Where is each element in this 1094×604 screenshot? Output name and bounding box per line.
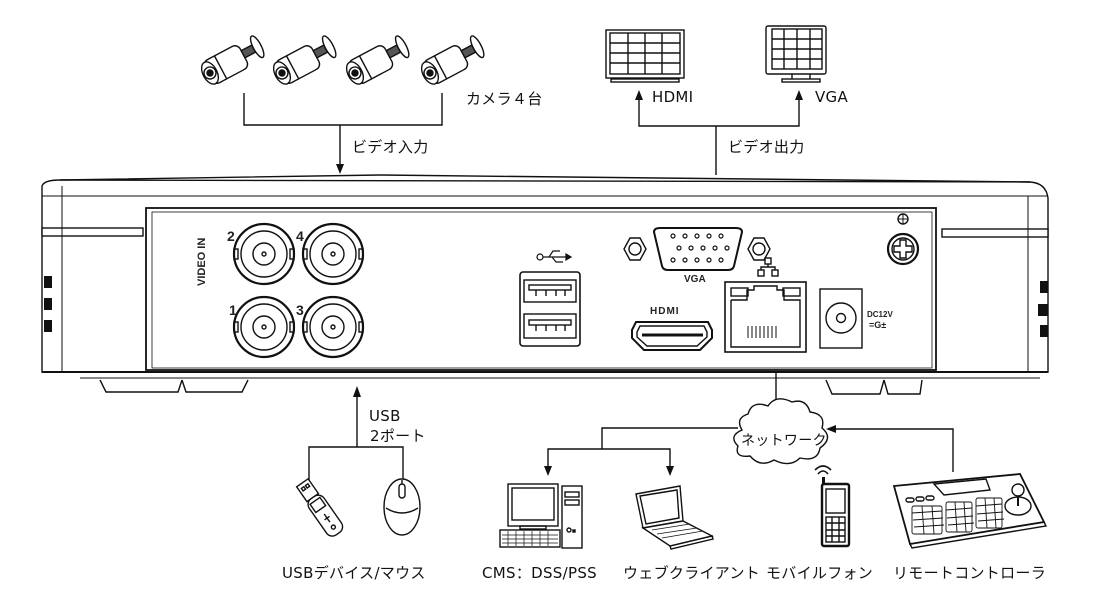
ethernet-port [724, 281, 807, 353]
bnc-number-1: 1 [229, 302, 237, 318]
usb-icon [536, 250, 573, 263]
arrow-up-icon [795, 90, 803, 100]
bnc-port-3 [301, 295, 365, 359]
bnc-port-1 [232, 295, 296, 359]
vga-monitor-label: VGA [815, 88, 849, 106]
usb-label-line1: USB [369, 407, 401, 425]
hdmi-panel-label: HDMI [650, 306, 680, 317]
arrow-left-icon [826, 425, 836, 433]
video-out-connector-line [638, 98, 800, 127]
network-cloud [733, 398, 829, 465]
client-connector-line [601, 427, 738, 449]
usb-port-stack [519, 271, 581, 347]
dc-panel-label: DC12V [867, 310, 893, 319]
arrow-up-icon [635, 90, 643, 100]
hdmi-monitor-icon [605, 29, 685, 83]
camera-connector-line [243, 93, 443, 126]
ground-screw [886, 213, 920, 266]
camera-icon [345, 35, 410, 85]
video-out-label: ビデオ出力 [728, 138, 805, 156]
mouse-icon [383, 478, 421, 536]
camera-icon [420, 35, 485, 85]
video-in-panel-label: VIDEO IN [196, 237, 208, 286]
camera-icon [200, 35, 265, 85]
usb-devices-label: USBデバイス/マウス [282, 564, 426, 582]
network-icon [757, 257, 779, 277]
arrow-down-icon [336, 164, 344, 174]
usb-connector-line [308, 446, 404, 482]
bnc-port-2 [232, 222, 296, 286]
mobile-phone-icon [814, 465, 851, 548]
bnc-number-3: 3 [296, 302, 304, 318]
web-client-label: ウェブクライアント [623, 564, 761, 582]
usb-drive-icon [295, 477, 344, 537]
cameras-label: カメラ４台 [466, 90, 543, 108]
cms-client-label: CMS：DSS/PSS [482, 564, 597, 582]
desktop-pc-icon [499, 483, 583, 549]
arrow-up-icon [353, 386, 361, 397]
hdmi-port [631, 321, 713, 351]
mobile-phone-label: モバイルフォン [766, 564, 874, 582]
client-split-line [547, 448, 671, 470]
vga-monitor-icon [765, 25, 827, 83]
camera-icon [272, 35, 337, 85]
usb-label-line2: 2ポート [370, 427, 426, 445]
bnc-number-4: 4 [296, 228, 304, 244]
bnc-port-4 [301, 222, 365, 286]
remote-controller-label: リモートコントローラ [893, 564, 1047, 582]
bnc-number-2: 2 [227, 228, 235, 244]
dc-power-port [819, 288, 863, 349]
laptop-icon [635, 485, 714, 550]
cameras-group [200, 35, 485, 85]
dc-polarity-label: =G± [869, 320, 887, 330]
hdmi-monitor-label: HDMI [652, 88, 694, 106]
vga-port [623, 227, 771, 271]
arrow-down-icon [666, 466, 674, 476]
vga-panel-label: VGA [684, 274, 706, 285]
remote-controller-icon [892, 473, 1048, 549]
remote-connector-line [835, 428, 954, 472]
network-cloud-label: ネットワーク [741, 433, 827, 449]
video-in-label: ビデオ入力 [352, 138, 429, 156]
arrow-down-icon [544, 466, 552, 476]
